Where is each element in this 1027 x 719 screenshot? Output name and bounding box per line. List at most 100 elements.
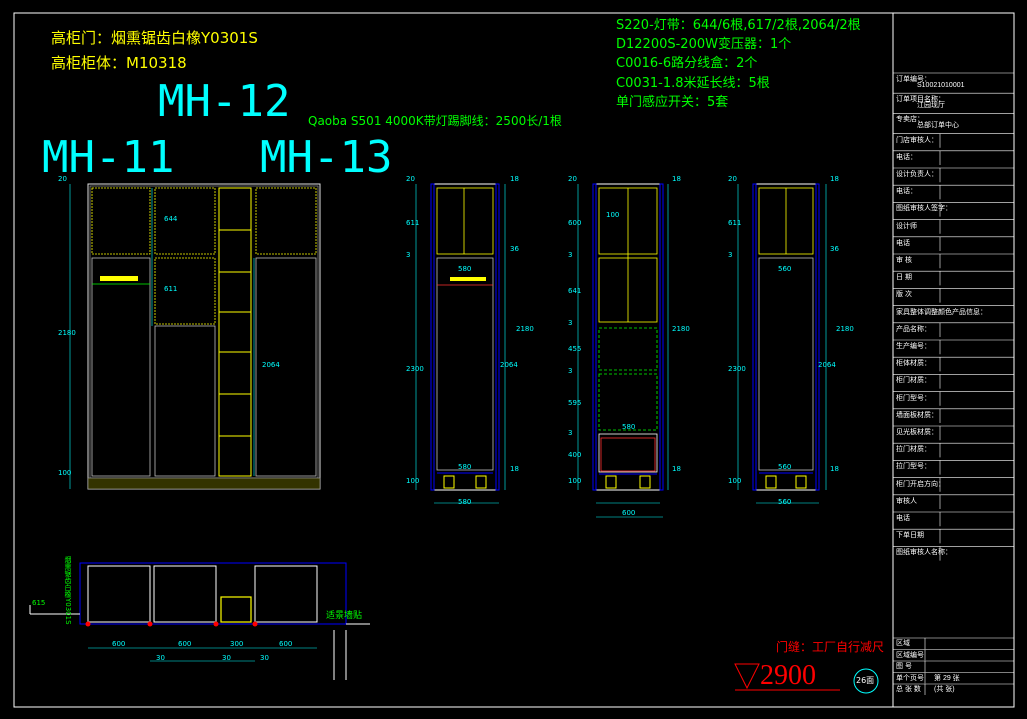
title-row-label: 专卖店： bbox=[896, 116, 924, 124]
title-row-label: 生产编号： bbox=[896, 343, 931, 350]
sc-dim-left-2: 3 bbox=[728, 251, 733, 259]
title-bottom-label: 图 号 bbox=[896, 663, 912, 670]
title-row-label: 家具整体调整颜色产品信息： bbox=[896, 308, 987, 316]
title-row-label: 电话 bbox=[896, 239, 910, 247]
title-block-grid bbox=[893, 72, 1014, 695]
sb-dim-width: 600 bbox=[622, 509, 636, 517]
sa-dim-right-3: 2064 bbox=[500, 361, 518, 369]
title-bottom-label: 区域 bbox=[896, 640, 910, 647]
sc-dim-right-1: 36 bbox=[830, 245, 839, 253]
front-elevation bbox=[69, 183, 321, 490]
title-row-label: 设计负责人： bbox=[896, 171, 938, 178]
cabinet-label-mh13: MH-13 bbox=[260, 132, 393, 183]
sc-dim-inner-top: 560 bbox=[778, 265, 792, 273]
sa-dim-inner-bottom: 580 bbox=[458, 463, 472, 471]
front-dim-644: 644 bbox=[164, 215, 178, 223]
title-row-label: 审核人 bbox=[896, 497, 917, 505]
cabinet-label-mh11: MH-11 bbox=[42, 132, 175, 183]
title-bottom-label: 总 张 数 bbox=[896, 686, 921, 693]
title-row-label: 版 次 bbox=[896, 291, 912, 299]
title-row-value: 江园现厅 bbox=[917, 102, 945, 110]
sb-dim-right-2: 18 bbox=[672, 465, 681, 473]
door-material-note: 高柜门：烟熏锯齿白橡Y0301S bbox=[51, 29, 258, 47]
title-bottom-label: 区域编号 bbox=[896, 651, 924, 659]
height-marker bbox=[734, 663, 879, 694]
sa-dim-left-1: 611 bbox=[406, 219, 420, 227]
title-row-value: 总部订单中心 bbox=[917, 122, 959, 130]
sc-dim-left-0: 20 bbox=[728, 175, 737, 183]
sb-dim-left-4: 3 bbox=[568, 319, 573, 327]
title-row-label: 柜门开启方向： bbox=[896, 480, 945, 488]
light-strip-note: S220-灯带：644/6根,617/2根,2064/2根 bbox=[616, 18, 861, 33]
title-row-label: 拉门材质： bbox=[896, 446, 931, 454]
plan-side-dim: 615 bbox=[32, 599, 46, 607]
title-row-label: 柜体材质： bbox=[896, 360, 931, 368]
sc-dim-right-3: 2064 bbox=[818, 361, 836, 369]
sb-dim-left-6: 3 bbox=[568, 367, 573, 375]
sb-dim-left-0: 20 bbox=[568, 175, 577, 183]
sa-dim-left-0: 20 bbox=[406, 175, 415, 183]
plan-vertical-note: 烟熏锯齿白橡Y0301S bbox=[64, 556, 72, 625]
sa-dim-right-4: 18 bbox=[510, 465, 519, 473]
plan-width-1: 600 bbox=[178, 640, 192, 648]
title-row-label: 审 核 bbox=[896, 257, 912, 264]
title-row-label: 订单项目名称： bbox=[896, 96, 945, 104]
title-bottom-value: (共 张) bbox=[934, 686, 955, 693]
sa-dim-left-4: 100 bbox=[406, 477, 420, 485]
sb-dim-left-1: 600 bbox=[568, 219, 582, 227]
title-row-label: 见光板材质： bbox=[896, 429, 938, 436]
cabinet-label-mh12: MH-12 bbox=[158, 76, 291, 127]
section-c bbox=[737, 183, 827, 504]
sa-dim-right-1: 36 bbox=[510, 245, 519, 253]
sb-dim-right-1: 2180 bbox=[672, 325, 690, 333]
sc-dim-left-4: 100 bbox=[728, 477, 742, 485]
plan-width-0: 600 bbox=[112, 640, 126, 648]
sb-dim-left-2: 3 bbox=[568, 251, 573, 259]
title-row-label: 柜门材质： bbox=[896, 377, 931, 385]
front-dim-611: 611 bbox=[164, 285, 178, 293]
section-a bbox=[415, 183, 506, 504]
title-row-label: 图纸审核人名称： bbox=[896, 549, 952, 557]
title-row-label: 墙面板材质： bbox=[896, 411, 938, 419]
title-bottom-value: 第 29 张 bbox=[934, 674, 960, 682]
title-bottom-label: 单个页号 bbox=[896, 674, 924, 682]
title-row-label: 电话： bbox=[896, 153, 917, 161]
sb-dim-left-3: 641 bbox=[568, 287, 582, 295]
extension-note: C0031-1.8米延长线：5根 bbox=[616, 76, 770, 91]
sensor-switch-note: 单门感应开关：5套 bbox=[616, 95, 729, 110]
plan-gap-1: 30 bbox=[222, 654, 231, 662]
title-row-label: 电话： bbox=[896, 188, 917, 196]
title-row-label: 电话 bbox=[896, 515, 910, 522]
sb-dim-left-10: 100 bbox=[568, 477, 582, 485]
sa-dim-width: 580 bbox=[458, 498, 472, 506]
circle-label: 26面 bbox=[856, 676, 875, 685]
sb-dim-small: 100 bbox=[606, 211, 620, 219]
plan-width-3: 600 bbox=[279, 640, 293, 648]
drawing-border bbox=[13, 12, 1015, 708]
plan-gap-2: 30 bbox=[260, 654, 269, 662]
gap-note: 门缝：工厂自行减尺 bbox=[776, 640, 885, 654]
kickboard-note: Qaoba S501 4000K带灯踢脚线：2500长/1根 bbox=[308, 114, 562, 128]
sc-dim-left-1: 611 bbox=[728, 219, 742, 227]
plan-wall-label: 适景墙贴 bbox=[326, 611, 363, 621]
sc-dim-right-0: 18 bbox=[830, 175, 839, 183]
sc-dim-inner-bottom: 560 bbox=[778, 463, 792, 471]
front-dim-top: 20 bbox=[58, 175, 67, 183]
junction-box-note: C0016-6路分线盒：2个 bbox=[616, 56, 758, 71]
sb-dim-right-0: 18 bbox=[672, 175, 681, 183]
sb-dim-left-9: 400 bbox=[568, 451, 582, 459]
sa-dim-inner-top: 580 bbox=[458, 265, 472, 273]
sc-dim-right-2: 2180 bbox=[836, 325, 854, 333]
plan-gap-0: 30 bbox=[156, 654, 165, 662]
sa-dim-right-0: 18 bbox=[510, 175, 519, 183]
sb-dim-inner: 580 bbox=[622, 423, 636, 431]
sa-dim-right-2: 2180 bbox=[516, 325, 534, 333]
sc-dim-right-4: 18 bbox=[830, 465, 839, 473]
sc-dim-width: 560 bbox=[778, 498, 792, 506]
title-row-label: 下单日期 bbox=[896, 532, 924, 540]
title-row-value: S10021010001 bbox=[917, 82, 965, 89]
body-material-note: 高柜柜体：M10318 bbox=[51, 54, 187, 72]
sb-dim-left-5: 455 bbox=[568, 345, 582, 353]
front-dim-2064: 2064 bbox=[262, 361, 280, 369]
